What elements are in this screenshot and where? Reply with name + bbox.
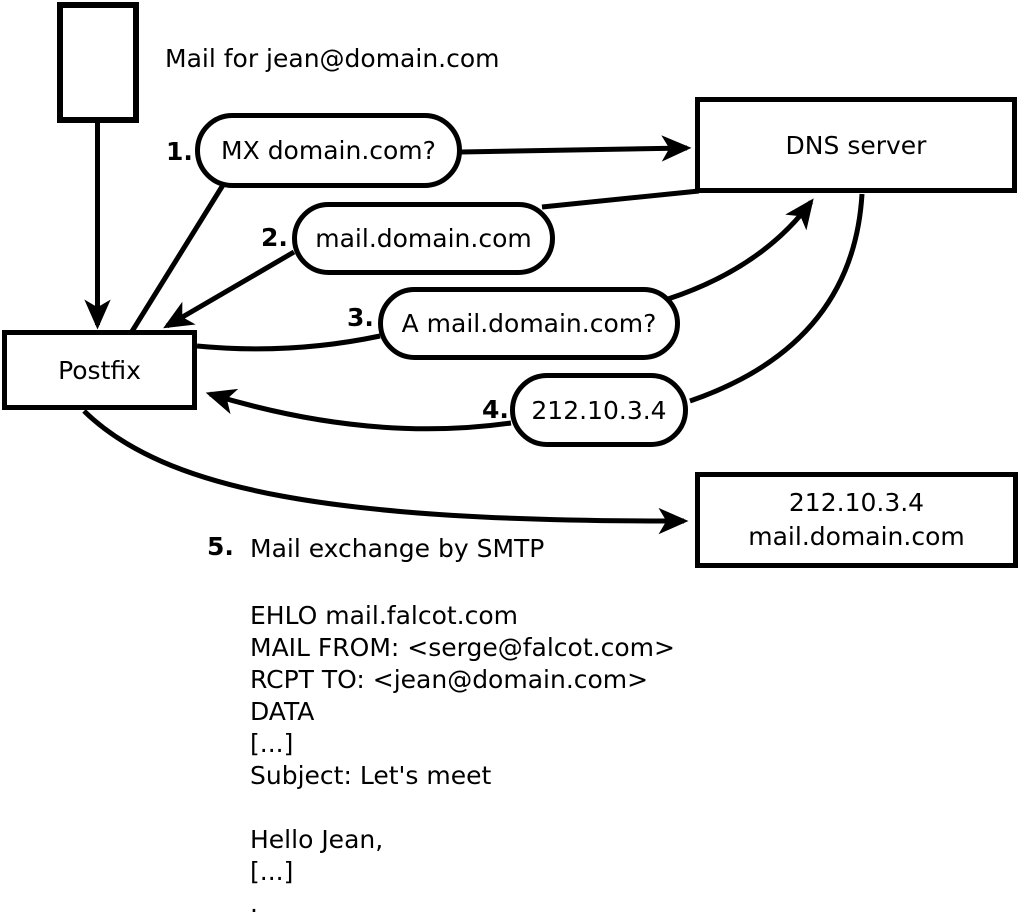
step-number-2: 2. <box>261 223 288 252</box>
a-answer-label: 212.10.3.4 <box>531 395 667 425</box>
dns-server-node: DNS server <box>695 97 1017 193</box>
step-number-1: 1. <box>166 137 193 166</box>
line-postfix-to-pill1 <box>128 183 226 335</box>
step-number-3: 3. <box>347 303 374 332</box>
a-query-label: A mail.domain.com? <box>401 309 657 338</box>
smtp-line: [...] <box>250 729 294 758</box>
mail-server-hostname: mail.domain.com <box>748 522 965 551</box>
postfix-label: Postfix <box>58 355 141 385</box>
message-node <box>57 2 139 123</box>
arrow-pill1-to-dns <box>460 135 692 162</box>
step-number-4: 4. <box>482 395 509 424</box>
line-dns-to-pill2 <box>541 188 700 210</box>
smtp-line: . <box>250 889 258 918</box>
smtp-line: Subject: Let's meet <box>250 761 492 790</box>
line-postfix-to-pill3 <box>196 333 381 352</box>
mx-answer-label: mail.domain.com <box>315 224 532 253</box>
line-dns-to-pill4 <box>689 193 865 404</box>
mail-server-ip: 212.10.3.4 <box>788 488 925 517</box>
mail-server-node: 212.10.3.4 mail.domain.com <box>695 472 1018 568</box>
smtp-line: Hello Jean, <box>250 825 384 854</box>
smtp-line: [...] <box>250 857 294 886</box>
arrow-pill2-to-postfix <box>163 249 296 329</box>
mail-caption: Mail for jean@domain.com <box>165 44 500 73</box>
dns-server-label: DNS server <box>785 130 927 160</box>
smtp-line <box>250 792 675 824</box>
smtp-transcript: EHLO mail.falcot.com MAIL FROM: <serge@f… <box>250 600 675 919</box>
smtp-line: MAIL FROM: <serge@falcot.com> <box>250 633 675 662</box>
postfix-node: Postfix <box>2 330 197 410</box>
step-pill-a-query: A mail.domain.com? <box>378 287 680 360</box>
smtp-line: RCPT TO: <jean@domain.com> <box>250 665 649 694</box>
smtp-line: DATA <box>250 697 315 726</box>
step-pill-a-answer: 212.10.3.4 <box>510 373 688 447</box>
mx-query-label: MX domain.com? <box>221 136 436 165</box>
arrow-postfix-to-mailserver <box>82 409 689 535</box>
arrow-pill3-to-dns <box>667 198 814 302</box>
step-number-5: 5. <box>207 532 234 561</box>
step-pill-mx-answer: mail.domain.com <box>292 202 555 275</box>
step-pill-mx-query: MX domain.com? <box>195 113 462 188</box>
arrow-pill4-to-postfix <box>205 388 512 432</box>
smtp-line: EHLO mail.falcot.com <box>250 601 519 630</box>
smtp-step-caption: Mail exchange by SMTP <box>250 534 545 563</box>
